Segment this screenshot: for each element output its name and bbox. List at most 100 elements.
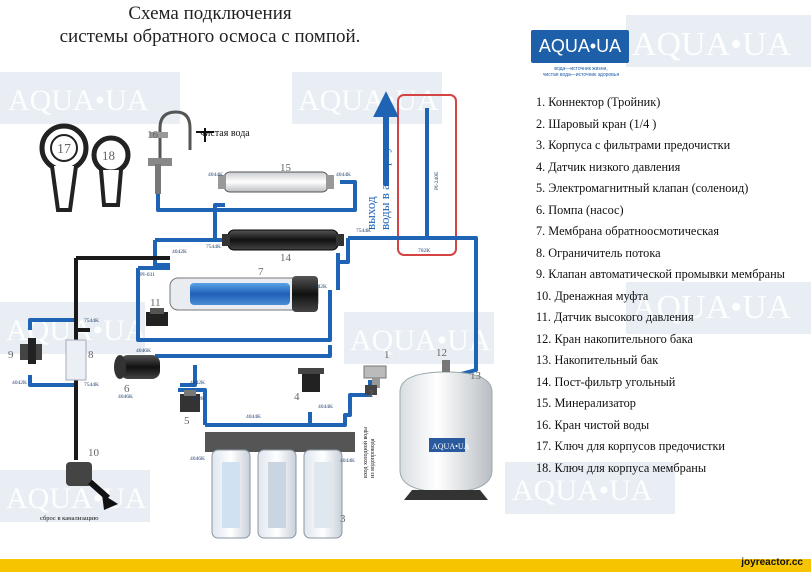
legend-item: 18. Ключ для корпуса мембраны — [536, 460, 707, 475]
svg-text:AQUA•UA: AQUA•UA — [432, 442, 470, 451]
svg-text:PI-031: PI-031 — [140, 272, 155, 278]
svg-text:7544K: 7544K — [356, 228, 371, 234]
label-12: 12 — [436, 347, 447, 359]
svg-text:4044K: 4044K — [340, 458, 355, 464]
legend-item: 10. Дренажная муфта — [536, 288, 649, 303]
svg-text:17: 17 — [57, 142, 71, 157]
flush-valve — [20, 338, 42, 364]
footer-site[interactable]: joyreactor.cc — [741, 557, 803, 568]
blue-pipes — [28, 108, 478, 427]
label-4: 4 — [294, 391, 300, 403]
membrane-housing — [169, 276, 319, 312]
svg-text:4042K: 4042K — [12, 380, 27, 386]
legend-item: 11. Датчик высокого давления — [536, 310, 694, 324]
label-13: 13 — [470, 370, 482, 382]
legend-item: 2. Шаровый кран (1/4 ) — [536, 116, 657, 131]
label-9: 9 — [8, 349, 14, 361]
legend-item: 6. Помпа (насос) — [536, 202, 624, 217]
legend-item: 12. Кран накопительного бака — [536, 331, 693, 346]
label-14: 14 — [280, 252, 292, 264]
label-2: 2 — [368, 388, 374, 400]
svg-text:4042K: 4042K — [190, 380, 205, 386]
title-line-2: системы обратного осмоса с помпой. — [59, 26, 361, 47]
svg-text:AQUA•UA: AQUA•UA — [6, 482, 147, 515]
legend-item: 1. Коннектор (Тройник) — [536, 95, 661, 109]
svg-text:4042K: 4042K — [190, 396, 205, 402]
legend-list: 1. Коннектор (Тройник) 2. Шаровый кран (… — [536, 92, 806, 479]
membrane-wrench: 18 — [91, 135, 131, 207]
svg-text:4044K: 4044K — [246, 414, 261, 420]
input-label: вход холодной воды из водопровода — [362, 427, 376, 478]
footer-bar — [0, 559, 811, 572]
svg-text:7544K: 7544K — [84, 382, 99, 388]
svg-text:AQUA•UA: AQUA•UA — [632, 26, 792, 63]
drain-saddle — [66, 462, 118, 510]
storage-tank: AQUA•UA — [399, 371, 493, 500]
brand-name: AQUA•UA — [531, 30, 629, 63]
solenoid-valve — [180, 390, 200, 412]
svg-text:4046K: 4046K — [136, 348, 151, 354]
svg-text:7544K: 7544K — [206, 244, 221, 250]
label-7: 7 — [258, 266, 264, 278]
part-codes: 4044K 4044K 7544K 7544K 4042K 4042K 7544… — [12, 172, 430, 464]
svg-text:4044K: 4044K — [208, 172, 223, 178]
clean-water-label: чистая вода — [200, 128, 250, 139]
svg-text:4042K: 4042K — [172, 249, 187, 255]
legend-item: 17. Ключ для корпусов предочистки — [536, 439, 726, 453]
svg-text:воды в аквариум: воды в аквариум — [377, 138, 392, 230]
label-1: 1 — [384, 349, 390, 361]
input-connector — [363, 365, 387, 388]
svg-text:4044K: 4044K — [318, 404, 333, 410]
svg-text:вход холодной воды: вход холодной воды — [362, 427, 369, 478]
aquarium-label: выход воды в аквариум — [363, 138, 392, 230]
brand-logo: AQUA•UA вода—источник жизни, чистая вода… — [531, 30, 631, 86]
svg-text:4042K: 4042K — [312, 284, 327, 290]
legend-item: 3. Корпуса с фильтрами предочистки — [536, 138, 731, 152]
legend-item: 14. Пост-фильтр угольный — [536, 374, 676, 389]
svg-text:702K: 702K — [418, 248, 430, 254]
legend-item: 8. Ограничитель потока — [536, 245, 661, 260]
pi240e-code: PI-240E — [434, 171, 440, 190]
label-10: 10 — [88, 447, 100, 459]
page-title: Схема подключения системы обратного осмо… — [20, 2, 400, 48]
faucet — [148, 110, 214, 194]
prefilter-wrench: 17 — [39, 123, 89, 212]
low-pressure-sensor — [298, 368, 324, 392]
svg-text:AQUA•UA: AQUA•UA — [8, 84, 149, 117]
high-pressure-sensor — [146, 308, 168, 326]
svg-text:выход: выход — [363, 196, 378, 230]
svg-text:4044K: 4044K — [336, 172, 351, 178]
svg-text:PI-240E: PI-240E — [434, 171, 440, 190]
title-line-1: Схема подключения — [128, 3, 292, 24]
drain-label: сброс в канализацию — [40, 515, 99, 522]
prefilter-housings — [205, 432, 355, 539]
svg-text:7544K: 7544K — [84, 318, 99, 324]
svg-text:из водопровода: из водопровода — [370, 438, 376, 478]
svg-text:4046K: 4046K — [190, 456, 205, 462]
legend-item: 4. Датчик низкого давления — [536, 159, 681, 174]
legend-item: 5. Электромагнитный клапан (соленоид) — [536, 181, 749, 195]
legend-item: 13. Накопительный бак — [536, 353, 659, 367]
legend-item: 7. Мембрана обратноосмотическая — [536, 224, 720, 238]
legend-item: 9. Клапан автоматической промывки мембра… — [536, 267, 785, 281]
svg-text:18: 18 — [102, 148, 115, 163]
aquarium-output-box — [397, 94, 457, 256]
legend-item: 15. Минерализатор — [536, 396, 636, 410]
legend-item: 16. Кран чистой воды — [536, 417, 650, 432]
label-3: 3 — [340, 513, 346, 525]
watermarks — [0, 15, 811, 522]
mineralizer — [218, 171, 334, 193]
flow-restrictor — [65, 339, 87, 381]
label-5: 5 — [184, 415, 190, 427]
svg-text:AQUA•UA: AQUA•UA — [512, 474, 653, 507]
label-6: 6 — [124, 383, 130, 395]
svg-text:AQUA•UA: AQUA•UA — [350, 324, 491, 357]
aquarium-arrow — [373, 91, 399, 185]
ball-valve — [365, 385, 377, 395]
carbon-postfilter — [222, 229, 344, 251]
brand-tagline-1: вода—источник жизни, — [554, 66, 608, 72]
svg-text:4046K: 4046K — [118, 394, 133, 400]
brand-tagline-2: чистая вода—источник здоровья — [542, 72, 620, 78]
